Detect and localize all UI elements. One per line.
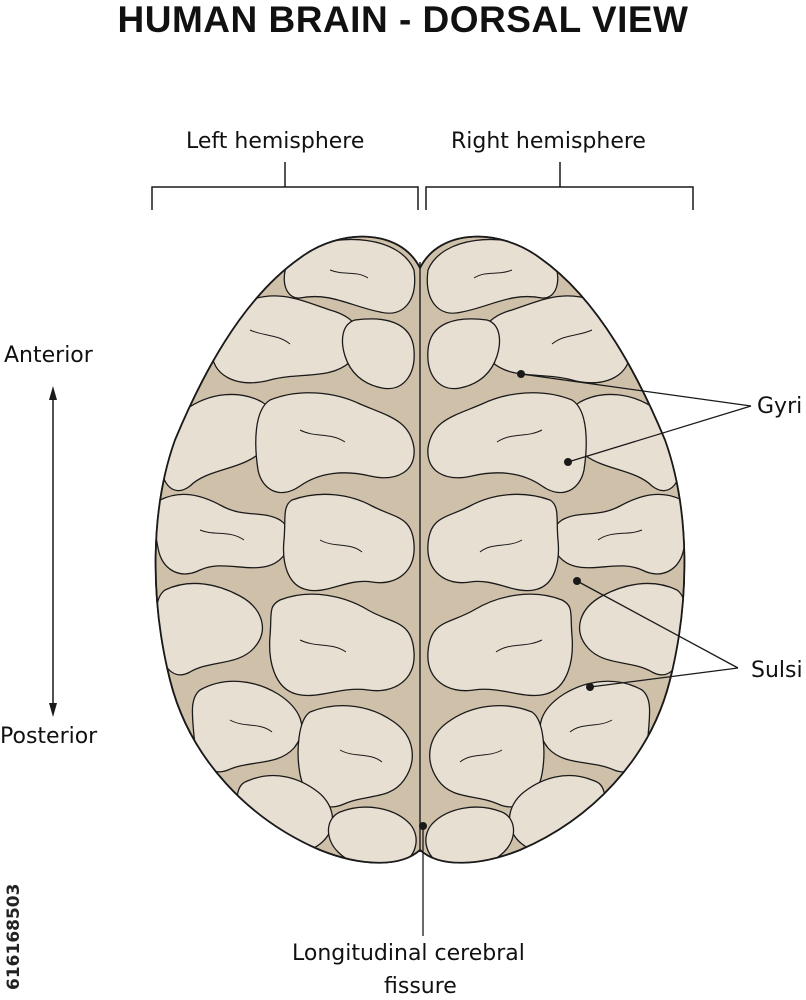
gyri-label: Gyri — [757, 394, 803, 419]
fissure-label-line1: Longitudinal cerebral — [292, 941, 525, 966]
gyri-left — [155, 238, 417, 863]
right-hemisphere-label: Right hemisphere — [451, 129, 646, 154]
sulsi-label: Sulsi — [751, 658, 803, 683]
left-hemisphere-label: Left hemisphere — [186, 129, 365, 154]
sulsi-leaders — [576, 580, 739, 688]
brain-illustration — [154, 235, 686, 864]
stock-id-watermark: 616168503 — [4, 883, 24, 990]
sulsi-marker-2 — [586, 683, 594, 691]
diagram-title: HUMAN BRAIN - DORSAL VIEW — [117, 0, 689, 40]
gyri-marker-2 — [564, 458, 572, 466]
anterior-posterior-arrow — [49, 386, 57, 717]
sulsi-marker-1 — [573, 577, 581, 585]
brain-fold-lines — [199, 269, 643, 763]
posterior-label: Posterior — [0, 724, 98, 749]
gyri-right — [425, 238, 685, 863]
fissure-marker — [419, 822, 427, 830]
left-hemisphere-bracket — [151, 162, 419, 210]
fissure-label-line2: fissure — [384, 974, 457, 999]
anterior-label: Anterior — [4, 343, 93, 368]
right-hemisphere-bracket — [425, 162, 694, 210]
gyri-marker-1 — [517, 370, 525, 378]
gyri-leaders — [520, 373, 752, 463]
